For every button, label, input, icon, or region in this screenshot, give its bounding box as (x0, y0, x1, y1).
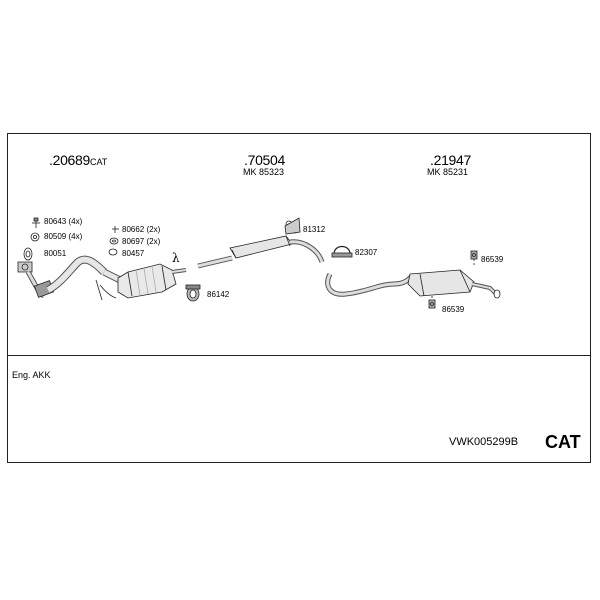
hanger-icon-86539-bottom (428, 296, 436, 309)
middle-silencer-shape (197, 235, 325, 269)
lambda-sensor-symbol: λ (172, 251, 180, 265)
part-number-middle-silencer: .70504 (244, 152, 286, 168)
kit-code: VWK005299B (449, 436, 519, 448)
section-divider (7, 355, 591, 356)
clamp-icon-86142 (185, 284, 201, 302)
gasket-icon-80457 (108, 248, 118, 256)
kit-type-badge: CAT (545, 432, 581, 452)
engine-code: Eng. AKK (12, 370, 51, 380)
part-number-rear-silencer: .21947 (430, 152, 472, 168)
part-mounting-kit-rear: MK 85231 (427, 167, 469, 177)
hanger-icon-81312 (284, 217, 301, 235)
callout-81312: 81312 (303, 225, 326, 234)
rear-silencer-shape (407, 269, 501, 299)
callout-80643: 80643 (4x) (44, 217, 83, 226)
callout-86142: 86142 (207, 290, 230, 299)
callout-80509: 80509 (4x) (44, 232, 83, 241)
bolt-icon-80662 (112, 226, 119, 233)
catalytic-converter-shape (117, 263, 187, 299)
hanger-icon-86539-top (470, 250, 478, 266)
gasket-icon-80051 (23, 247, 33, 261)
part-number-catalytic-converter: .20689CAT (49, 152, 108, 168)
diagram-frame (7, 133, 591, 463)
callout-80697: 80697 (2x) (122, 237, 161, 246)
nut-icon-80697 (109, 237, 119, 245)
clamp-icon-82307 (331, 245, 353, 258)
callout-86539-top: 86539 (481, 255, 504, 264)
part-mounting-kit-middle: MK 85323 (243, 167, 285, 177)
callout-80662: 80662 (2x) (122, 225, 161, 234)
callout-82307: 82307 (355, 248, 378, 257)
bolt-icon-80643 (32, 217, 40, 228)
callout-80457: 80457 (122, 249, 145, 258)
front-pipe-shape (17, 255, 122, 301)
callout-86539-bottom: 86539 (442, 305, 465, 314)
rear-pipe-shape (325, 272, 414, 297)
nut-icon-80509 (30, 232, 40, 242)
callout-80051: 80051 (44, 249, 67, 258)
